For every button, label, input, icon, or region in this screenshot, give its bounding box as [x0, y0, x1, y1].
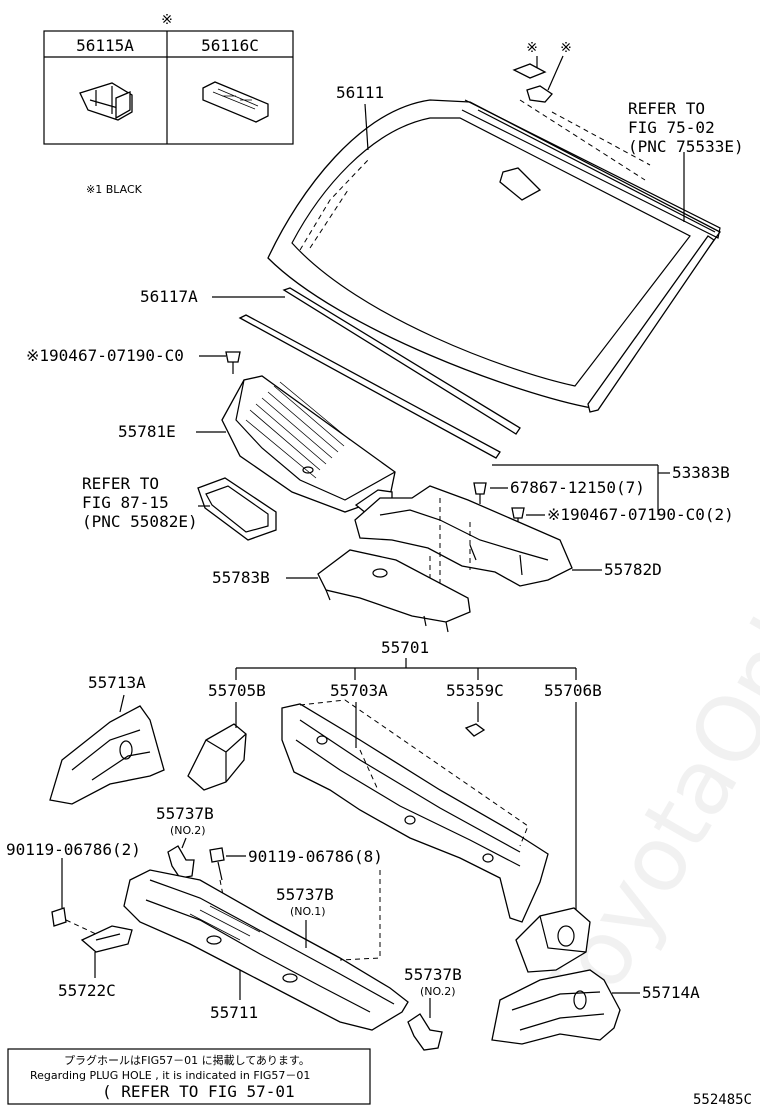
lower-cowl-panel-drawing	[123, 869, 409, 1031]
label-55737b-c-sub[interactable]: (NO.2)	[420, 985, 456, 998]
refer-87-line2[interactable]: FIG 87-15	[82, 493, 169, 512]
refer-75-line3[interactable]: (PNC 75533E)	[628, 137, 744, 156]
windshield-dam-strip-drawing	[238, 287, 521, 459]
windshield-drawing	[267, 55, 721, 413]
label-55705b[interactable]: 55705B	[208, 681, 266, 700]
note-line-en: Regarding PLUG HOLE , it is indicated in…	[30, 1069, 310, 1082]
label-90467-07190-c0-2[interactable]: ※190467-07190-C0(2)	[547, 505, 734, 524]
bracket-55706b-drawing	[515, 907, 591, 973]
label-55737b-c[interactable]: 55737B	[404, 965, 462, 984]
label-55714a[interactable]: 55714A	[642, 983, 700, 1002]
label-55701[interactable]: 55701	[381, 638, 429, 657]
clip-top-b	[526, 85, 553, 103]
inset-note-mark: ※	[161, 12, 173, 28]
label-90119-06786-2[interactable]: 90119-06786(2)	[6, 840, 141, 859]
clip-55737b-no2-upper-drawing	[167, 845, 195, 879]
label-55737b-a[interactable]: 55737B	[156, 804, 214, 823]
refer-87-line1[interactable]: REFER TO	[82, 474, 159, 493]
note-line-jp: プラグホールはFIG57－01 に掲載してあります。	[64, 1053, 310, 1067]
label-55713a[interactable]: 55713A	[88, 673, 146, 692]
refer-75-line1[interactable]: REFER TO	[628, 99, 705, 118]
label-90467-07190-c0[interactable]: ※190467-07190-C0	[26, 346, 184, 365]
inset-label-56115a[interactable]: 56115A	[76, 36, 134, 55]
clip-55737b-no2-lower-drawing	[407, 1013, 443, 1051]
side-panel-left-drawing	[49, 705, 165, 805]
label-53383b[interactable]: 53383B	[672, 463, 730, 482]
clip-top-a	[512, 63, 547, 79]
inset-box: ※ 56115A 56116C	[43, 12, 294, 145]
label-55737b-b-sub[interactable]: (NO.1)	[290, 905, 326, 918]
label-55737b-a-sub[interactable]: (NO.2)	[170, 824, 206, 837]
air-duct-drawing	[197, 477, 277, 541]
cowl-panel-outer-drawing	[354, 485, 573, 612]
note-refer-link[interactable]: ( REFER TO FIG 57-01	[102, 1082, 295, 1101]
label-55706b[interactable]: 55706B	[544, 681, 602, 700]
clip-56116c-drawing	[202, 81, 269, 123]
refer-75-line2[interactable]: FIG 75-02	[628, 118, 715, 137]
label-67867-12150[interactable]: 67867-12150(7)	[510, 478, 645, 497]
refer-87-line3[interactable]: (PNC 55082E)	[82, 512, 198, 531]
clip-mark-b: ※	[560, 40, 572, 56]
bracket-55705b-drawing	[187, 723, 247, 791]
label-56117a[interactable]: 56117A	[140, 287, 198, 306]
figure-code: 552485C	[693, 1092, 752, 1108]
plug-hole-note-box	[7, 1048, 371, 1105]
inset-frame	[43, 30, 294, 145]
label-55703a[interactable]: 55703A	[330, 681, 388, 700]
side-panel-right-drawing	[491, 969, 621, 1045]
cowl-panel-inner-drawing	[317, 549, 471, 633]
label-55711[interactable]: 55711	[210, 1003, 258, 1022]
label-55359c[interactable]: 55359C	[446, 681, 504, 700]
note-black: ※1 BLACK	[86, 183, 143, 196]
label-55783b[interactable]: 55783B	[212, 568, 270, 587]
clip-56115a-drawing	[79, 82, 133, 121]
label-55737b-b[interactable]: 55737B	[276, 885, 334, 904]
bolt-90119-left-drawing	[51, 907, 97, 935]
clip-90467-drawing	[225, 351, 241, 374]
clip-67867-drawing	[473, 482, 487, 504]
cowl-top-panel-drawing	[281, 699, 549, 923]
label-55722c[interactable]: 55722C	[58, 981, 116, 1000]
label-55782d[interactable]: 55782D	[604, 560, 662, 579]
clip-mark-a: ※	[526, 40, 538, 56]
bracket-55722c-drawing	[80, 925, 133, 953]
label-90119-06786-8[interactable]: 90119-06786(8)	[248, 847, 383, 866]
label-55781e[interactable]: 55781E	[118, 422, 176, 441]
label-56111[interactable]: 56111	[336, 83, 384, 102]
inset-label-56116c[interactable]: 56116C	[201, 36, 259, 55]
plug-55359c-drawing	[464, 723, 486, 737]
